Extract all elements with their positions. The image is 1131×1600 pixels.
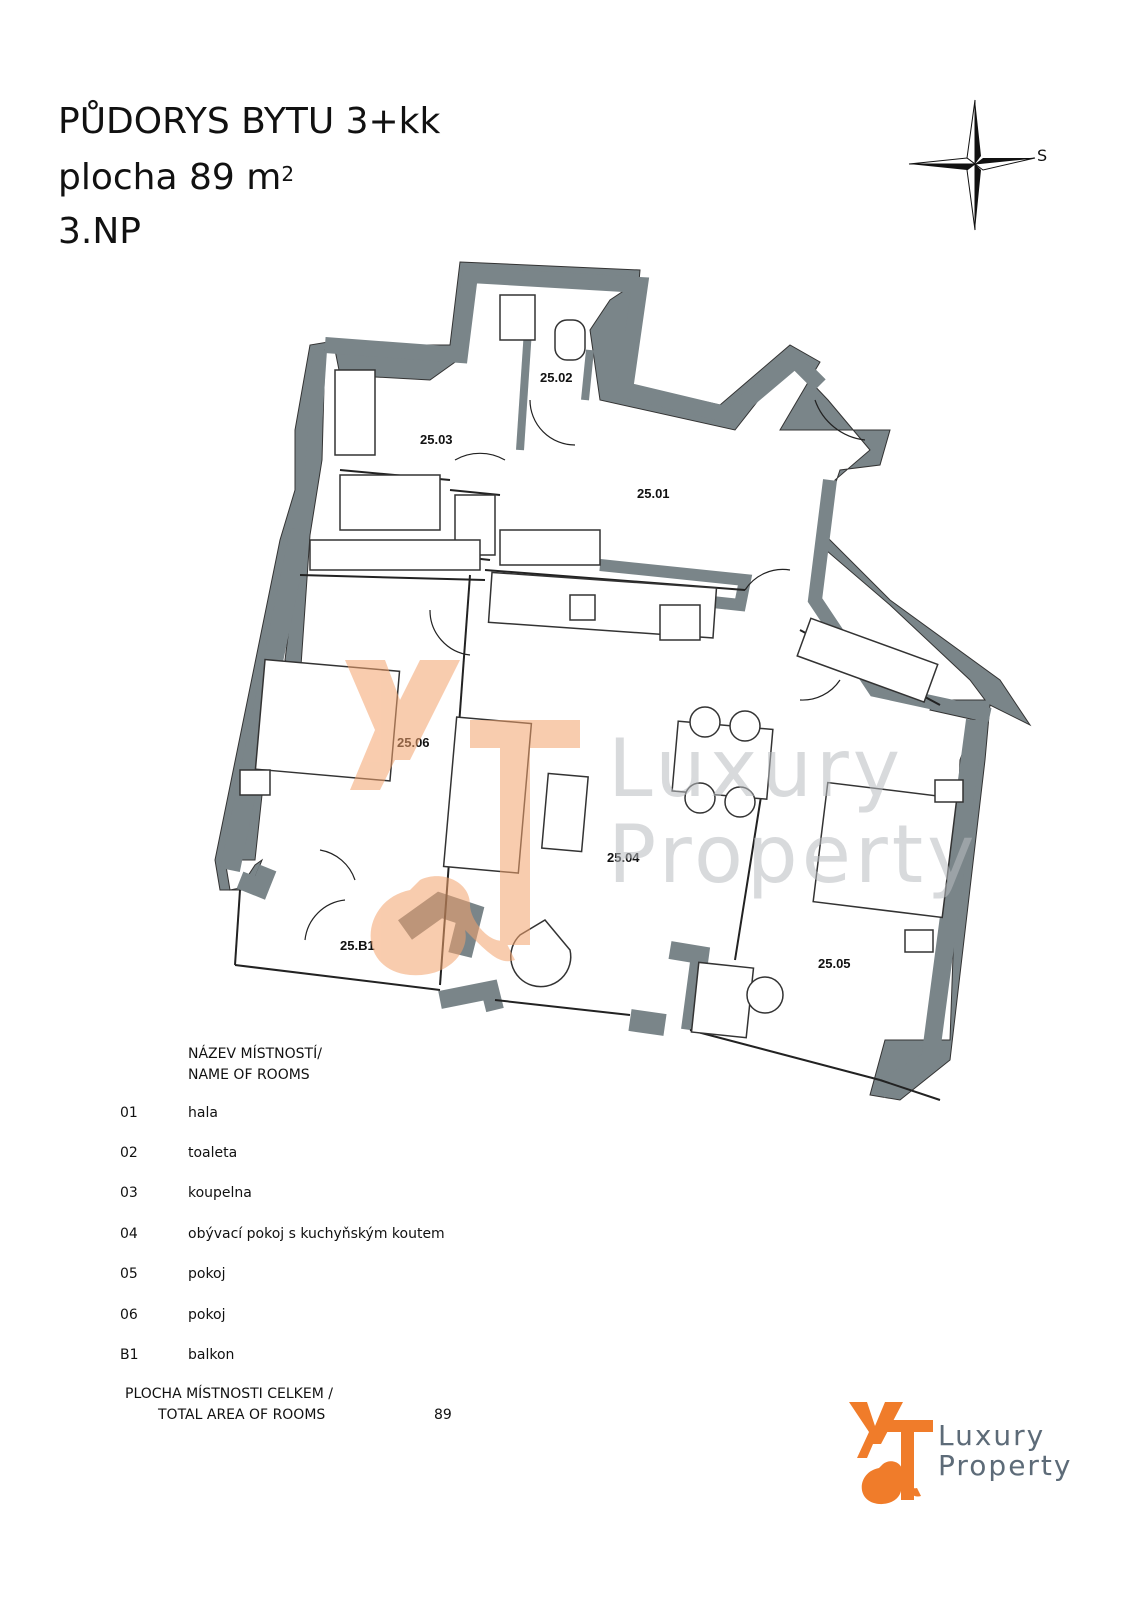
- room-label-05: 25.05: [818, 956, 851, 971]
- wardrobe-icon: [499, 529, 601, 566]
- desk-icon: [690, 961, 755, 1039]
- toilet-icon: [554, 319, 586, 361]
- legend-heading-line1: NÁZEV MÍSTNOSTÍ/: [188, 1046, 322, 1062]
- legend-heading-line2: NAME OF ROOMS: [188, 1067, 310, 1083]
- legend-code: B1: [120, 1347, 139, 1363]
- room-label-02: 25.02: [540, 370, 573, 385]
- plan-area: plocha 89 m2: [58, 158, 294, 198]
- legend-name: pokoj: [188, 1266, 226, 1282]
- brand-logo-icon: [849, 1402, 933, 1505]
- cooktop-icon: [659, 604, 701, 641]
- legend-name: koupelna: [188, 1185, 252, 1201]
- watermark-monogram: [345, 660, 580, 976]
- watermark-line1: Luxury: [608, 722, 905, 815]
- total-label-line2: TOTAL AREA OF ROOMS: [158, 1407, 326, 1423]
- total-label-line1: PLOCHA MÍSTNOSTI CELKEM /: [125, 1386, 333, 1402]
- plan-floor: 3.NP: [58, 211, 141, 252]
- chair-icon: [689, 706, 721, 738]
- legend-name: obývací pokoj s kuchyňským koutem: [188, 1226, 445, 1242]
- compass-label: S: [1037, 146, 1048, 165]
- nightstand-icon: [904, 929, 934, 953]
- room-label-01: 25.01: [637, 486, 670, 501]
- total-value: 89: [434, 1407, 452, 1423]
- legend-code: 04: [120, 1226, 138, 1242]
- watermark-line2: Property: [608, 808, 979, 901]
- bathroom-sink-icon: [334, 369, 376, 456]
- nightstand-icon: [239, 769, 271, 796]
- nightstand-icon: [934, 779, 964, 803]
- plan-area-unit-sup: 2: [281, 162, 295, 186]
- brand-line1: Luxury: [938, 1419, 1046, 1452]
- legend-name: balkon: [188, 1347, 235, 1363]
- plan-area-text: plocha 89 m: [58, 157, 282, 198]
- legend-code: 03: [120, 1185, 138, 1201]
- legend-code: 06: [120, 1307, 138, 1323]
- walls: [214, 261, 1032, 1101]
- legend-name: pokoj: [188, 1307, 226, 1323]
- legend-code: 01: [120, 1105, 138, 1121]
- kitchen-sink-icon: [569, 594, 596, 621]
- bathtub-icon: [339, 474, 441, 531]
- room-label-b1: 25.B1: [340, 938, 375, 953]
- brand-line2: Property: [938, 1449, 1073, 1482]
- compass-rose-icon: [908, 99, 1036, 231]
- chair-icon: [684, 782, 716, 814]
- legend-code: 05: [120, 1266, 138, 1282]
- legend-code: 02: [120, 1145, 138, 1161]
- desk-chair-icon: [746, 976, 784, 1014]
- door-swings: [304, 399, 866, 941]
- room-label-03: 25.03: [420, 432, 453, 447]
- plan-title: PŮDORYS BYTU 3+kk: [58, 101, 441, 142]
- double-bed-icon: [812, 781, 958, 919]
- room-label-04: 25.04: [607, 850, 640, 865]
- chair-icon: [724, 786, 756, 818]
- chair-icon: [729, 710, 761, 742]
- legend-heading: NÁZEV MÍSTNOSTÍ/ NAME OF ROOMS: [188, 1044, 322, 1086]
- furniture: [239, 294, 964, 1039]
- legend-name: toaleta: [188, 1145, 238, 1161]
- wardrobe-icon: [309, 539, 481, 571]
- washer-icon: [499, 294, 536, 341]
- wardrobe-icon: [796, 617, 939, 704]
- wall-lines: [220, 266, 992, 1098]
- coffee-table-icon: [540, 772, 589, 853]
- legend-name: hala: [188, 1105, 218, 1121]
